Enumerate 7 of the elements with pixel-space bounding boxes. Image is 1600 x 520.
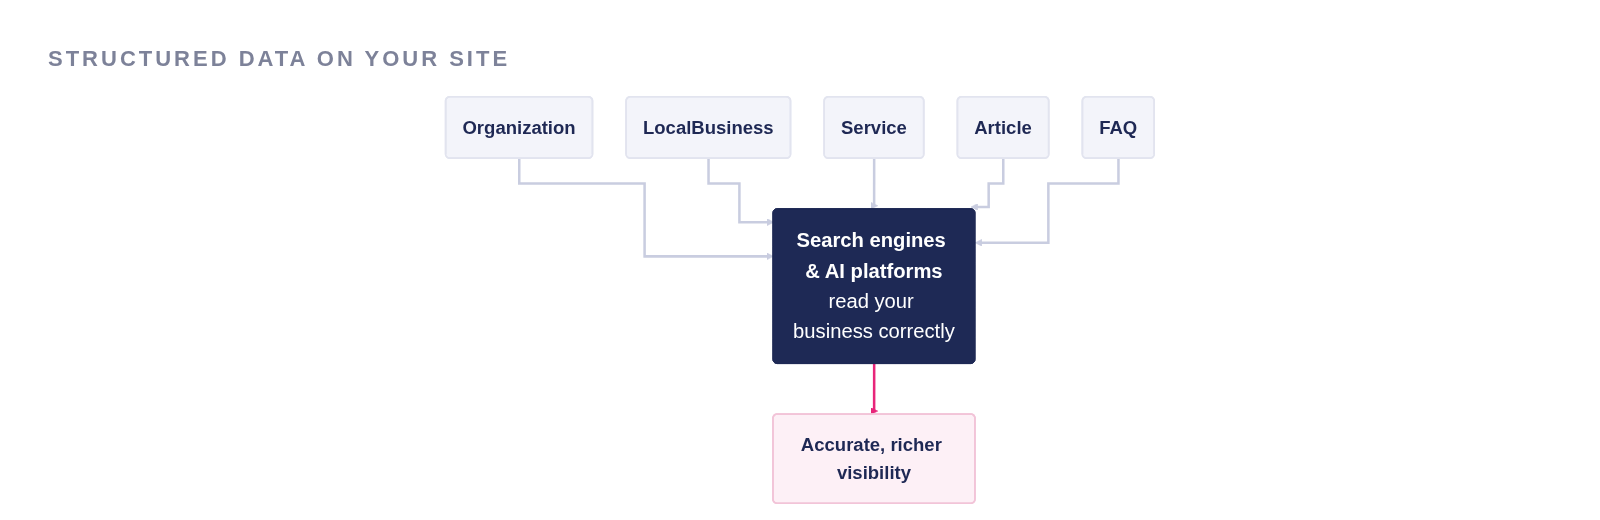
arrow bbox=[518, 157, 774, 261]
arrow bbox=[707, 157, 775, 226]
arrow bbox=[870, 362, 879, 415]
arrow bbox=[870, 157, 879, 210]
arrow bbox=[974, 157, 1121, 247]
diagram-title: STRUCTURED DATA ON YOUR SITE bbox=[48, 46, 511, 72]
arrow bbox=[970, 157, 1005, 211]
